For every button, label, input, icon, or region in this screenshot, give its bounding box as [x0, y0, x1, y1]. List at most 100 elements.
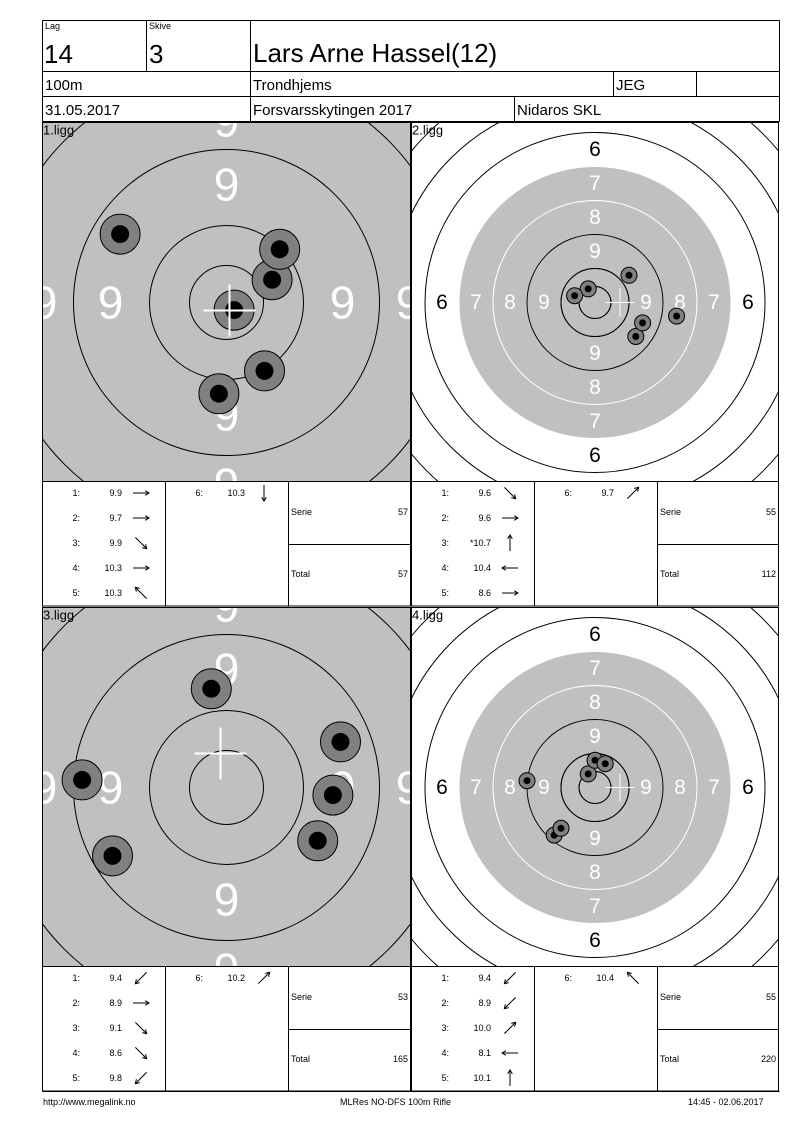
ring-number: 8 [674, 776, 686, 799]
ring-number: 9 [214, 944, 240, 996]
ring-number: 7 [470, 291, 482, 314]
distance: 100m [45, 77, 83, 94]
shot-number: 2: [72, 513, 80, 523]
ring-number: 9 [214, 459, 240, 511]
header-grid [42, 20, 780, 122]
shot-score: 9.4 [109, 973, 122, 983]
association: Nidaros SKL [517, 102, 602, 119]
shot-number: 3: [72, 1023, 80, 1033]
target-black [459, 166, 731, 439]
shot-core-4 [331, 732, 350, 751]
shot-core-2 [209, 384, 228, 403]
ring-number: 9 [98, 277, 124, 329]
shot-core-2 [639, 319, 647, 327]
shot-number: 4: [441, 563, 449, 573]
ring-number: 9 [589, 342, 601, 365]
footer-timestamp: 14:45 - 02.06.2017 [688, 1097, 764, 1107]
total-label: Total [291, 1054, 310, 1064]
shot-number: 2: [441, 998, 449, 1008]
total-label: Total [660, 569, 679, 579]
shot-score: 10.3 [104, 588, 122, 598]
shot-core-1 [73, 770, 92, 789]
series-label: 1.ligg [43, 123, 74, 138]
series-label: 4.ligg [412, 608, 443, 623]
shot-core-3 [308, 831, 327, 850]
ring-number: 9 [42, 762, 57, 814]
score-table [411, 122, 779, 607]
shot-score: 8.9 [109, 998, 122, 1008]
lag-label: Lag [45, 21, 61, 31]
shot-core-3 [255, 361, 274, 380]
total-label: Total [660, 1054, 679, 1064]
serie-value: 55 [766, 992, 776, 1002]
shot-score: 10.1 [473, 1073, 491, 1083]
total-value: 220 [761, 1054, 776, 1064]
shot-number: 1: [72, 973, 80, 983]
northeast-arrow-icon [257, 971, 271, 985]
ring-number: 9 [98, 762, 124, 814]
skive-value: 3 [149, 39, 164, 69]
shot-number: 4: [72, 1048, 80, 1058]
shot-number: 5: [72, 588, 80, 598]
shot-core-4 [263, 270, 282, 289]
southeast-arrow-icon [134, 536, 148, 550]
ring-number: 7 [589, 410, 601, 433]
target-black [459, 651, 731, 924]
shot-core-6 [625, 271, 633, 279]
shot-number: 3: [441, 538, 449, 548]
west-arrow-icon [501, 565, 518, 571]
ring-number: 8 [504, 776, 516, 799]
footer-url[interactable]: http://www.megalink.no [43, 1097, 136, 1107]
shot-score: 9.7 [109, 513, 122, 523]
northwest-arrow-icon [134, 586, 148, 600]
shooter-name: Lars Arne Hassel(12) [253, 38, 498, 68]
north-arrow-icon [507, 1069, 513, 1086]
ring-number: 7 [470, 776, 482, 799]
ring-number: 9 [640, 776, 652, 799]
shot-core-5 [673, 312, 681, 320]
ring-number: 9 [538, 776, 550, 799]
ring-number: 8 [504, 291, 516, 314]
shot-core-6 [601, 760, 609, 768]
ring-number: 9 [214, 874, 240, 926]
ring-number: 7 [589, 657, 601, 680]
shot-score: 8.1 [478, 1048, 491, 1058]
shot-score: 9.6 [478, 513, 491, 523]
northwest-arrow-icon [626, 971, 640, 985]
total-value: 57 [398, 569, 408, 579]
ring-number: 8 [674, 291, 686, 314]
ring [149, 710, 304, 865]
ring-number: 8 [589, 861, 601, 884]
southwest-arrow-icon [503, 971, 517, 985]
ring-number: 6 [589, 138, 601, 161]
ring-number: 9 [640, 291, 652, 314]
shot-number: 4: [441, 1048, 449, 1058]
shot-core-2 [323, 786, 342, 805]
serie-label: Serie [291, 992, 312, 1002]
shot-number: 1: [441, 488, 449, 498]
shot-number: 4: [72, 563, 80, 573]
ring [189, 265, 264, 340]
shot-core-4 [557, 824, 565, 832]
ring [492, 200, 698, 405]
ring [492, 685, 698, 890]
series-label: 2.ligg [412, 123, 443, 138]
ring-number: 9 [589, 827, 601, 850]
south-arrow-icon [261, 485, 267, 502]
shot-number: 2: [72, 998, 80, 1008]
ring [424, 132, 766, 473]
shot-core-5 [270, 240, 289, 259]
club: Trondhjems [253, 77, 332, 94]
shot-score: 9.7 [601, 488, 614, 498]
serie-label: Serie [291, 507, 312, 517]
southwest-arrow-icon [134, 971, 148, 985]
crosshair-icon [606, 773, 634, 802]
target-3: 99999999 [42, 607, 411, 996]
northeast-arrow-icon [626, 486, 640, 500]
ring-number: 9 [589, 725, 601, 748]
serie-value: 55 [766, 507, 776, 517]
southwest-arrow-icon [134, 1071, 148, 1085]
